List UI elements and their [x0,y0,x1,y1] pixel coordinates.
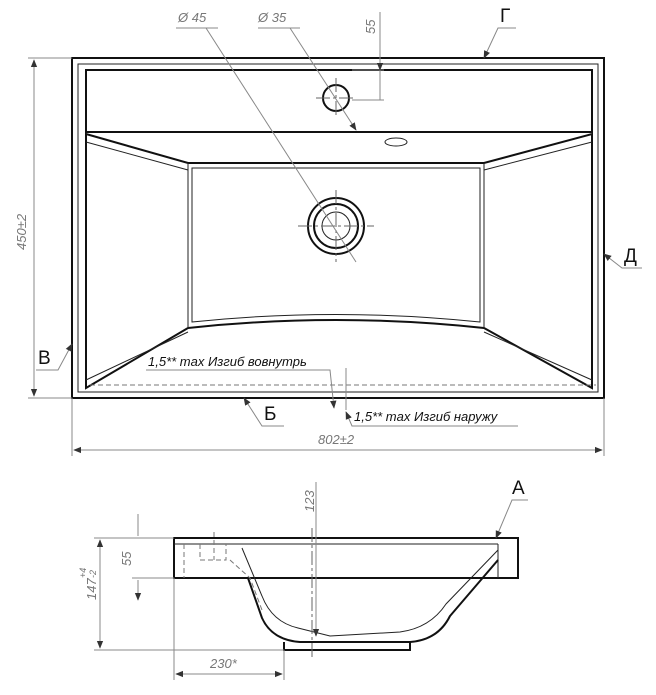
leader-a [495,499,528,539]
bowl-inner-edge [187,163,485,328]
leader-d [603,253,642,269]
dim-147-tol-down: -2 [88,570,98,578]
side-view: 123 55 147 +4 -2 230* А [78,478,528,680]
side-rim-inner [174,543,499,578]
note-inward: 1,5** max Изгиб вовнутрь [148,354,307,369]
dim-55-label: 55 [363,19,378,34]
inward-leader [146,369,337,409]
leader-b [243,397,284,427]
side-bowl-inner [241,547,499,637]
dim-147-label: 147 [84,578,99,600]
side-hidden-lines [183,532,263,611]
dim-147-tol-up: +4 [78,568,88,578]
side-top-rim [173,537,519,579]
d45-leader [205,27,357,263]
overflow-hole [384,137,408,147]
letter-a: А [512,478,525,499]
letter-d: Д [624,246,637,267]
dim-147-ext [94,537,284,651]
bowl-corner-lines [85,141,593,381]
leader-g [483,27,516,59]
side-bowl-body [247,559,499,643]
back-shelf [85,69,593,133]
dim-d35-label: Ø 35 [257,10,287,25]
dim-55s-label: 55 [119,551,134,566]
basin-outline [71,57,605,399]
height-ext-lines [28,57,72,399]
basin-rim [77,63,599,393]
side-drain-flange [283,642,411,651]
bowl-contour [85,132,593,390]
letter-v: В [38,348,51,369]
bowl-inner [191,167,481,323]
outward-leader [345,411,518,427]
leader-v [36,343,73,371]
dim-230-label: 230* [209,656,238,671]
letter-g: Г [500,6,510,27]
dim-height-label: 450±2 [14,213,29,250]
note-outward: 1,5** max Изгиб наружу [354,409,499,424]
dim-230-ext [173,578,285,680]
dim-123-label: 123 [302,490,317,512]
dim-d45-label: Ø 45 [177,10,207,25]
width-ext-lines [71,398,605,456]
d35-leader [289,27,357,131]
dim-55s-ext [132,537,174,579]
tap-hole-centerline [316,78,356,118]
drain-centerline [298,190,374,262]
letter-b: Б [264,404,276,425]
dim-width-label: 802±2 [318,432,355,447]
top-view: Ø 45 Ø 35 55 802±2 450±2 1,5** max Изгиб… [14,6,642,456]
